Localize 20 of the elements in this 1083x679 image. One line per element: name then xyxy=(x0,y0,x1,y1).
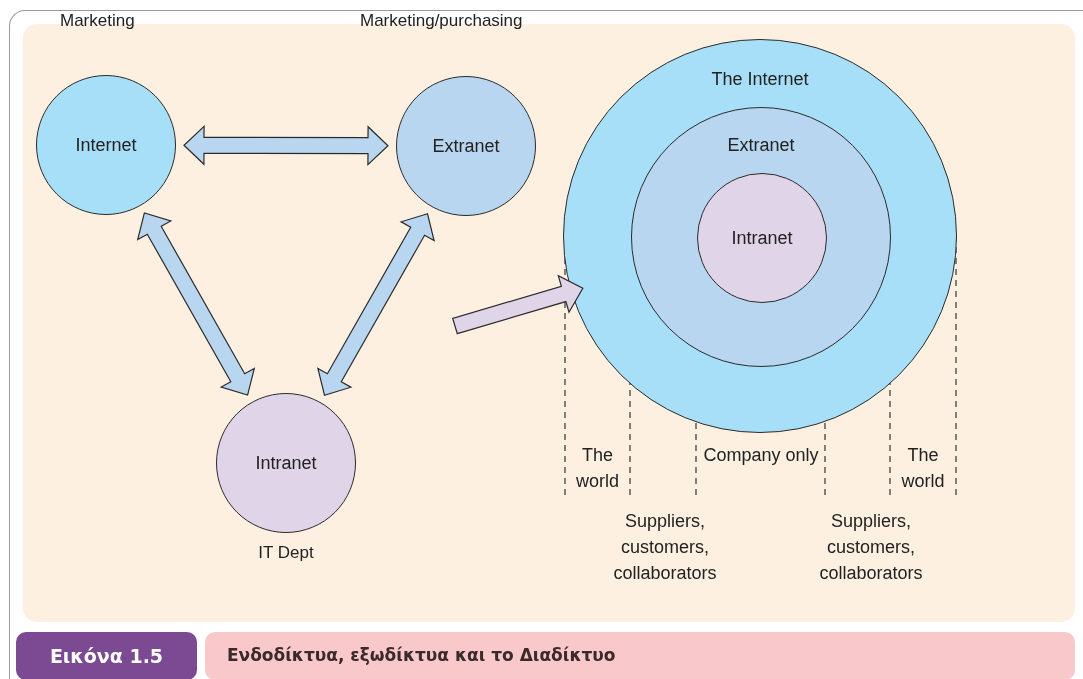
double-block-arrow xyxy=(317,213,435,396)
block-arrow xyxy=(451,274,584,335)
zone-label: Company only xyxy=(702,444,820,467)
figure-caption: Ενδοδίκτυα, εξωδίκτυα και το Διαδίκτυο xyxy=(205,632,1075,679)
circle-label: Extranet xyxy=(431,134,501,158)
node-caption: Marketing/purchasing xyxy=(360,10,524,32)
circle-label: Intranet xyxy=(254,451,318,475)
zone-label: Suppliers, customers, collaborators xyxy=(612,510,718,585)
node-caption: Marketing xyxy=(60,10,136,32)
zone-label: The world xyxy=(900,444,946,493)
double-block-arrow xyxy=(136,212,256,396)
node-caption: IT Dept xyxy=(257,542,315,564)
zone-label: The world xyxy=(575,444,620,493)
zone-label: Suppliers, customers, collaborators xyxy=(818,510,924,585)
double-block-arrow xyxy=(183,124,389,167)
figure-number-tab: Εικόνα 1.5 xyxy=(16,632,197,679)
circle-label: The Internet xyxy=(710,68,810,91)
circle-label: Intranet xyxy=(730,226,794,250)
circle-label: Extranet xyxy=(726,134,796,157)
circle-label: Internet xyxy=(74,133,138,157)
